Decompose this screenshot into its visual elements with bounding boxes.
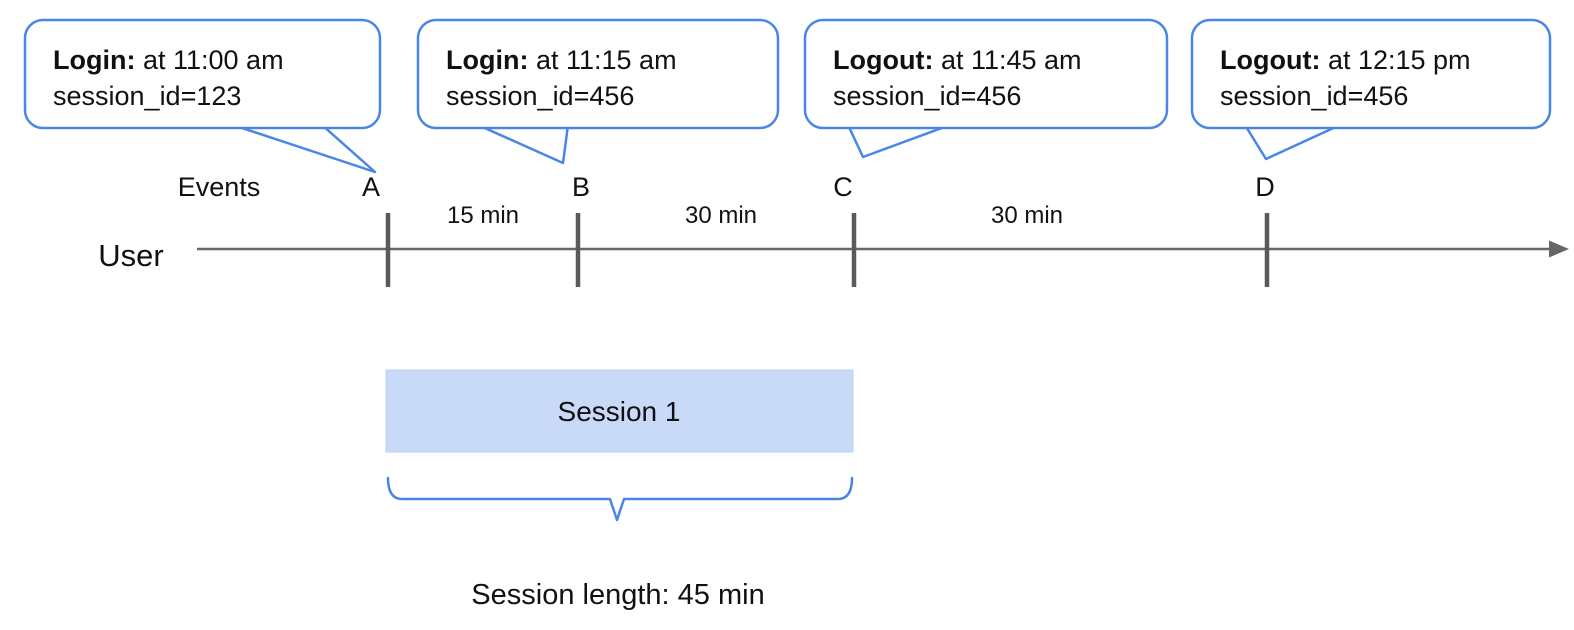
callout-event-type: Logout: <box>1220 45 1320 75</box>
callout-event-line: Logout: at 11:45 am <box>833 45 1082 75</box>
session-length-label: Session length: 45 min <box>471 579 764 611</box>
callout-tail-icon <box>232 123 377 174</box>
callout-session-id: session_id=123 <box>53 81 241 111</box>
callout-event-time: at 11:00 am <box>135 45 283 75</box>
callout-logout-c: Logout: at 11:45 am session_id=456 <box>803 18 1169 159</box>
callout-event-time: at 11:45 am <box>933 45 1081 75</box>
callout-event-time: at 11:15 am <box>528 45 676 75</box>
interval-label-bc: 30 min <box>685 202 757 229</box>
callout-session-id: session_id=456 <box>833 81 1021 111</box>
interval-label-cd: 30 min <box>991 202 1063 229</box>
callout-session-id: session_id=456 <box>446 81 634 111</box>
callout-event-time: at 12:15 pm <box>1320 45 1470 75</box>
event-letter-b: B <box>572 172 590 202</box>
event-letter-c: C <box>833 172 853 202</box>
events-axis-label: Events <box>178 172 261 202</box>
callout-bubble <box>23 18 382 130</box>
callout-bubble <box>1190 18 1552 130</box>
event-letter-d: D <box>1255 172 1275 202</box>
callout-login-b: Login: at 11:15 am session_id=456 <box>416 18 780 165</box>
callout-event-type: Login: <box>53 45 135 75</box>
callout-logout-d: Logout: at 12:15 pm session_id=456 <box>1190 18 1552 161</box>
callout-event-type: Login: <box>446 45 528 75</box>
callout-login-a: Login: at 11:00 am session_id=123 <box>23 18 382 174</box>
callout-event-line: Logout: at 12:15 pm <box>1220 45 1471 75</box>
event-letter-a: A <box>362 172 380 202</box>
callout-bubble <box>416 18 780 130</box>
callout-tail-icon <box>846 123 951 159</box>
callout-tail-icon <box>477 123 570 165</box>
callout-event-line: Login: at 11:00 am <box>53 45 284 75</box>
session-box <box>385 369 854 453</box>
callout-bubble <box>803 18 1169 130</box>
callout-event-type: Logout: <box>833 45 933 75</box>
session-box-label: Session 1 <box>558 396 681 427</box>
timeline-arrowhead-icon <box>1549 240 1569 258</box>
session-brace-icon <box>386 476 854 522</box>
interval-label-ab: 15 min <box>447 202 519 229</box>
callout-session-id: session_id=456 <box>1220 81 1408 111</box>
callout-event-line: Login: at 11:15 am <box>446 45 677 75</box>
user-lane-label: User <box>98 238 163 273</box>
callout-tail-icon <box>1243 123 1341 161</box>
